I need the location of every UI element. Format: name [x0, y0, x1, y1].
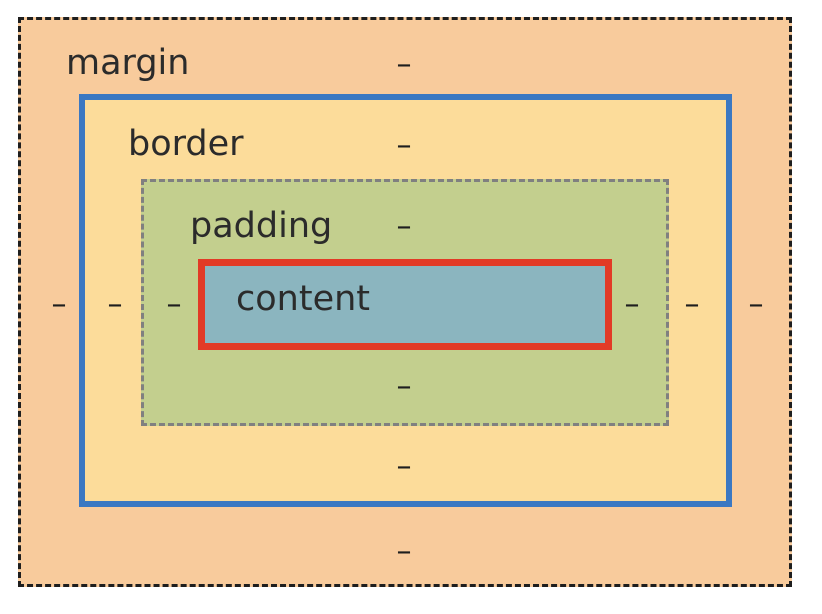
border-right-value: – — [684, 287, 700, 322]
content-label: content — [236, 279, 371, 319]
border-top-value: – — [396, 128, 412, 163]
margin-top-value: – — [396, 47, 412, 82]
padding-top-value: – — [396, 209, 412, 244]
margin-bottom-value: – — [396, 534, 412, 569]
padding-bottom-value: – — [396, 369, 412, 404]
border-left-value: – — [107, 287, 123, 322]
padding-right-value: – — [624, 287, 640, 322]
content-box — [198, 259, 612, 350]
padding-label: padding — [190, 206, 333, 246]
margin-left-value: – — [51, 287, 67, 322]
border-bottom-value: – — [396, 449, 412, 484]
margin-right-value: – — [748, 287, 764, 322]
padding-left-value: – — [166, 287, 182, 322]
border-label: border — [128, 124, 244, 164]
margin-label: margin — [66, 43, 190, 83]
